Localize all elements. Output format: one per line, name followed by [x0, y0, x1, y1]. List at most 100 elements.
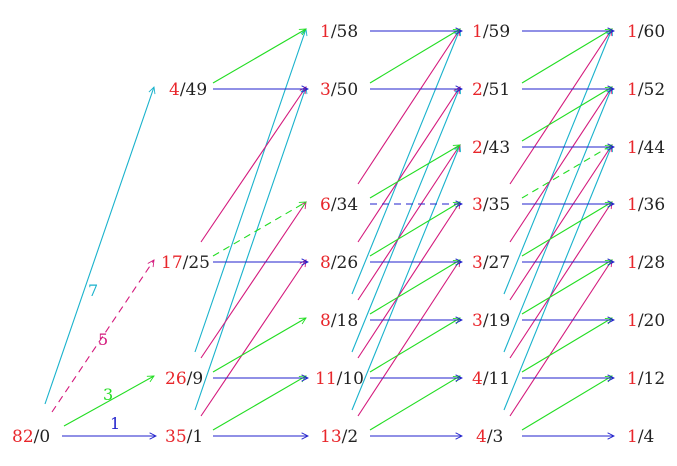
node-numerator: 11 [315, 369, 337, 389]
node-denominator: /60 [638, 22, 665, 42]
node-3-35: 3/35 [472, 195, 510, 215]
node-denominator: /9 [187, 369, 204, 389]
node-numerator: 4 [476, 427, 487, 447]
edge-magenta-n3_27-to-n1_52 [509, 87, 612, 243]
node-numerator: 4 [472, 369, 483, 389]
node-11-10: 11/10 [315, 369, 364, 389]
node-numerator: 35 [165, 427, 187, 447]
edge-green-n17_25-to-n6_34 [212, 202, 306, 257]
node-numerator: 17 [161, 253, 183, 273]
edge-label-3: 3 [103, 385, 113, 404]
node-numerator: 3 [472, 311, 483, 331]
edge-green-n11_10-to-n3_19 [369, 318, 460, 373]
node-numerator: 2 [472, 80, 483, 100]
edge-cyan-n82_0-to-n4_49 [44, 87, 154, 405]
node-1-28: 1/28 [627, 253, 665, 273]
edge-cyan-n4_11-to-n1_52 [503, 87, 612, 353]
node-numerator: 4 [169, 80, 180, 100]
node-1-12: 1/12 [627, 369, 665, 389]
node-numerator: 8 [320, 311, 331, 331]
node-8-18: 8/18 [320, 311, 358, 331]
edge-magenta-n35_1-to-n8_26 [200, 260, 306, 417]
node-1-59: 1/59 [472, 22, 510, 42]
node-1-44: 1/44 [627, 138, 665, 158]
node-numerator: 1 [627, 195, 638, 215]
edge-magenta-n3_35-to-n1_60 [509, 29, 612, 185]
edge-green-n26_9-to-n8_18 [212, 318, 306, 373]
edge-magenta-n26_9-to-n6_34 [200, 202, 306, 359]
edge-green-n35_1-to-n11_10 [212, 376, 306, 431]
node-denominator: /27 [483, 253, 510, 273]
edge-green-n6_34-to-n2_43 [369, 145, 460, 199]
edge-magenta-n17_25-to-n3_50 [200, 87, 306, 243]
edge-cyan-n11_10-to-n2_51 [351, 87, 460, 353]
edge-cyan-n13_2-to-n2_43 [351, 145, 460, 411]
edge-magenta-n82_0-to-n17_25 [51, 260, 154, 413]
edge-green-n8_18-to-n3_27 [369, 260, 460, 315]
node-6-34: 6/34 [320, 195, 358, 215]
edge-magenta-n8_18-to-n2_43 [357, 145, 460, 301]
node-35-1: 35/1 [165, 427, 203, 447]
edge-magenta-n11_10-to-n3_35 [357, 202, 460, 359]
edge-magenta-n6_34-to-n1_59 [357, 29, 460, 185]
node-numerator: 3 [320, 80, 331, 100]
node-13-2: 13/2 [320, 427, 358, 447]
node-3-27: 3/27 [472, 253, 510, 273]
node-denominator: /11 [483, 369, 510, 389]
node-denominator: /58 [331, 22, 358, 42]
node-denominator: /35 [483, 195, 510, 215]
node-2-51: 2/51 [472, 80, 510, 100]
node-1-58: 1/58 [320, 22, 358, 42]
edge-magenta-n4_11-to-n1_36 [509, 202, 612, 359]
node-denominator: /0 [34, 427, 51, 447]
node-3-19: 3/19 [472, 311, 510, 331]
node-denominator: /52 [638, 80, 665, 100]
node-26-9: 26/9 [165, 369, 203, 389]
node-denominator: /12 [638, 369, 665, 389]
edge-green-n3_50-to-n1_59 [369, 29, 460, 84]
node-denominator: /1 [187, 427, 204, 447]
edge-cyan-n8_18-to-n1_59 [351, 29, 460, 295]
node-numerator: 1 [627, 80, 638, 100]
node-numerator: 82 [12, 427, 34, 447]
edge-cyan-n35_1-to-n3_50 [194, 87, 306, 411]
node-denominator: /25 [183, 253, 210, 273]
node-2-43: 2/43 [472, 138, 510, 158]
edge-cyan-n4_3-to-n1_44 [503, 145, 612, 411]
node-8-26: 8/26 [320, 253, 358, 273]
node-denominator: /19 [483, 311, 510, 331]
node-1-4: 1/4 [627, 427, 654, 447]
node-numerator: 1 [627, 138, 638, 158]
node-denominator: /34 [331, 195, 358, 215]
edge-green-n4_3-to-n1_12 [521, 376, 612, 431]
edge-green-n2_51-to-n1_60 [521, 29, 612, 84]
edge-magenta-n4_3-to-n1_28 [509, 260, 612, 417]
node-denominator: /28 [638, 253, 665, 273]
edge-green-n8_26-to-n3_35 [369, 202, 460, 257]
node-denominator: /59 [483, 22, 510, 42]
node-82-0: 82/0 [12, 427, 50, 447]
node-1-60: 1/60 [627, 22, 665, 42]
node-numerator: 1 [627, 22, 638, 42]
node-1-36: 1/36 [627, 195, 665, 215]
node-4-49: 4/49 [169, 80, 207, 100]
edge-cyan-n26_9-to-n1_58 [194, 29, 306, 353]
node-denominator: /3 [487, 427, 504, 447]
edge-green-n3_19-to-n1_28 [521, 260, 612, 315]
node-numerator: 3 [472, 253, 483, 273]
node-numerator: 1 [627, 311, 638, 331]
edge-label-7: 7 [88, 281, 98, 300]
edge-green-n4_11-to-n1_20 [521, 318, 612, 373]
node-4-11: 4/11 [472, 369, 510, 389]
node-numerator: 1 [472, 22, 483, 42]
node-1-52: 1/52 [627, 80, 665, 100]
node-17-25: 17/25 [161, 253, 210, 273]
edge-magenta-n8_26-to-n2_51 [357, 87, 460, 243]
node-denominator: /4 [638, 427, 655, 447]
node-numerator: 13 [320, 427, 342, 447]
edge-green-n2_43-to-n1_52 [521, 87, 612, 142]
edge-green-n3_27-to-n1_36 [521, 202, 612, 257]
node-1-20: 1/20 [627, 311, 665, 331]
edge-green-n82_0-to-n26_9 [63, 375, 154, 427]
